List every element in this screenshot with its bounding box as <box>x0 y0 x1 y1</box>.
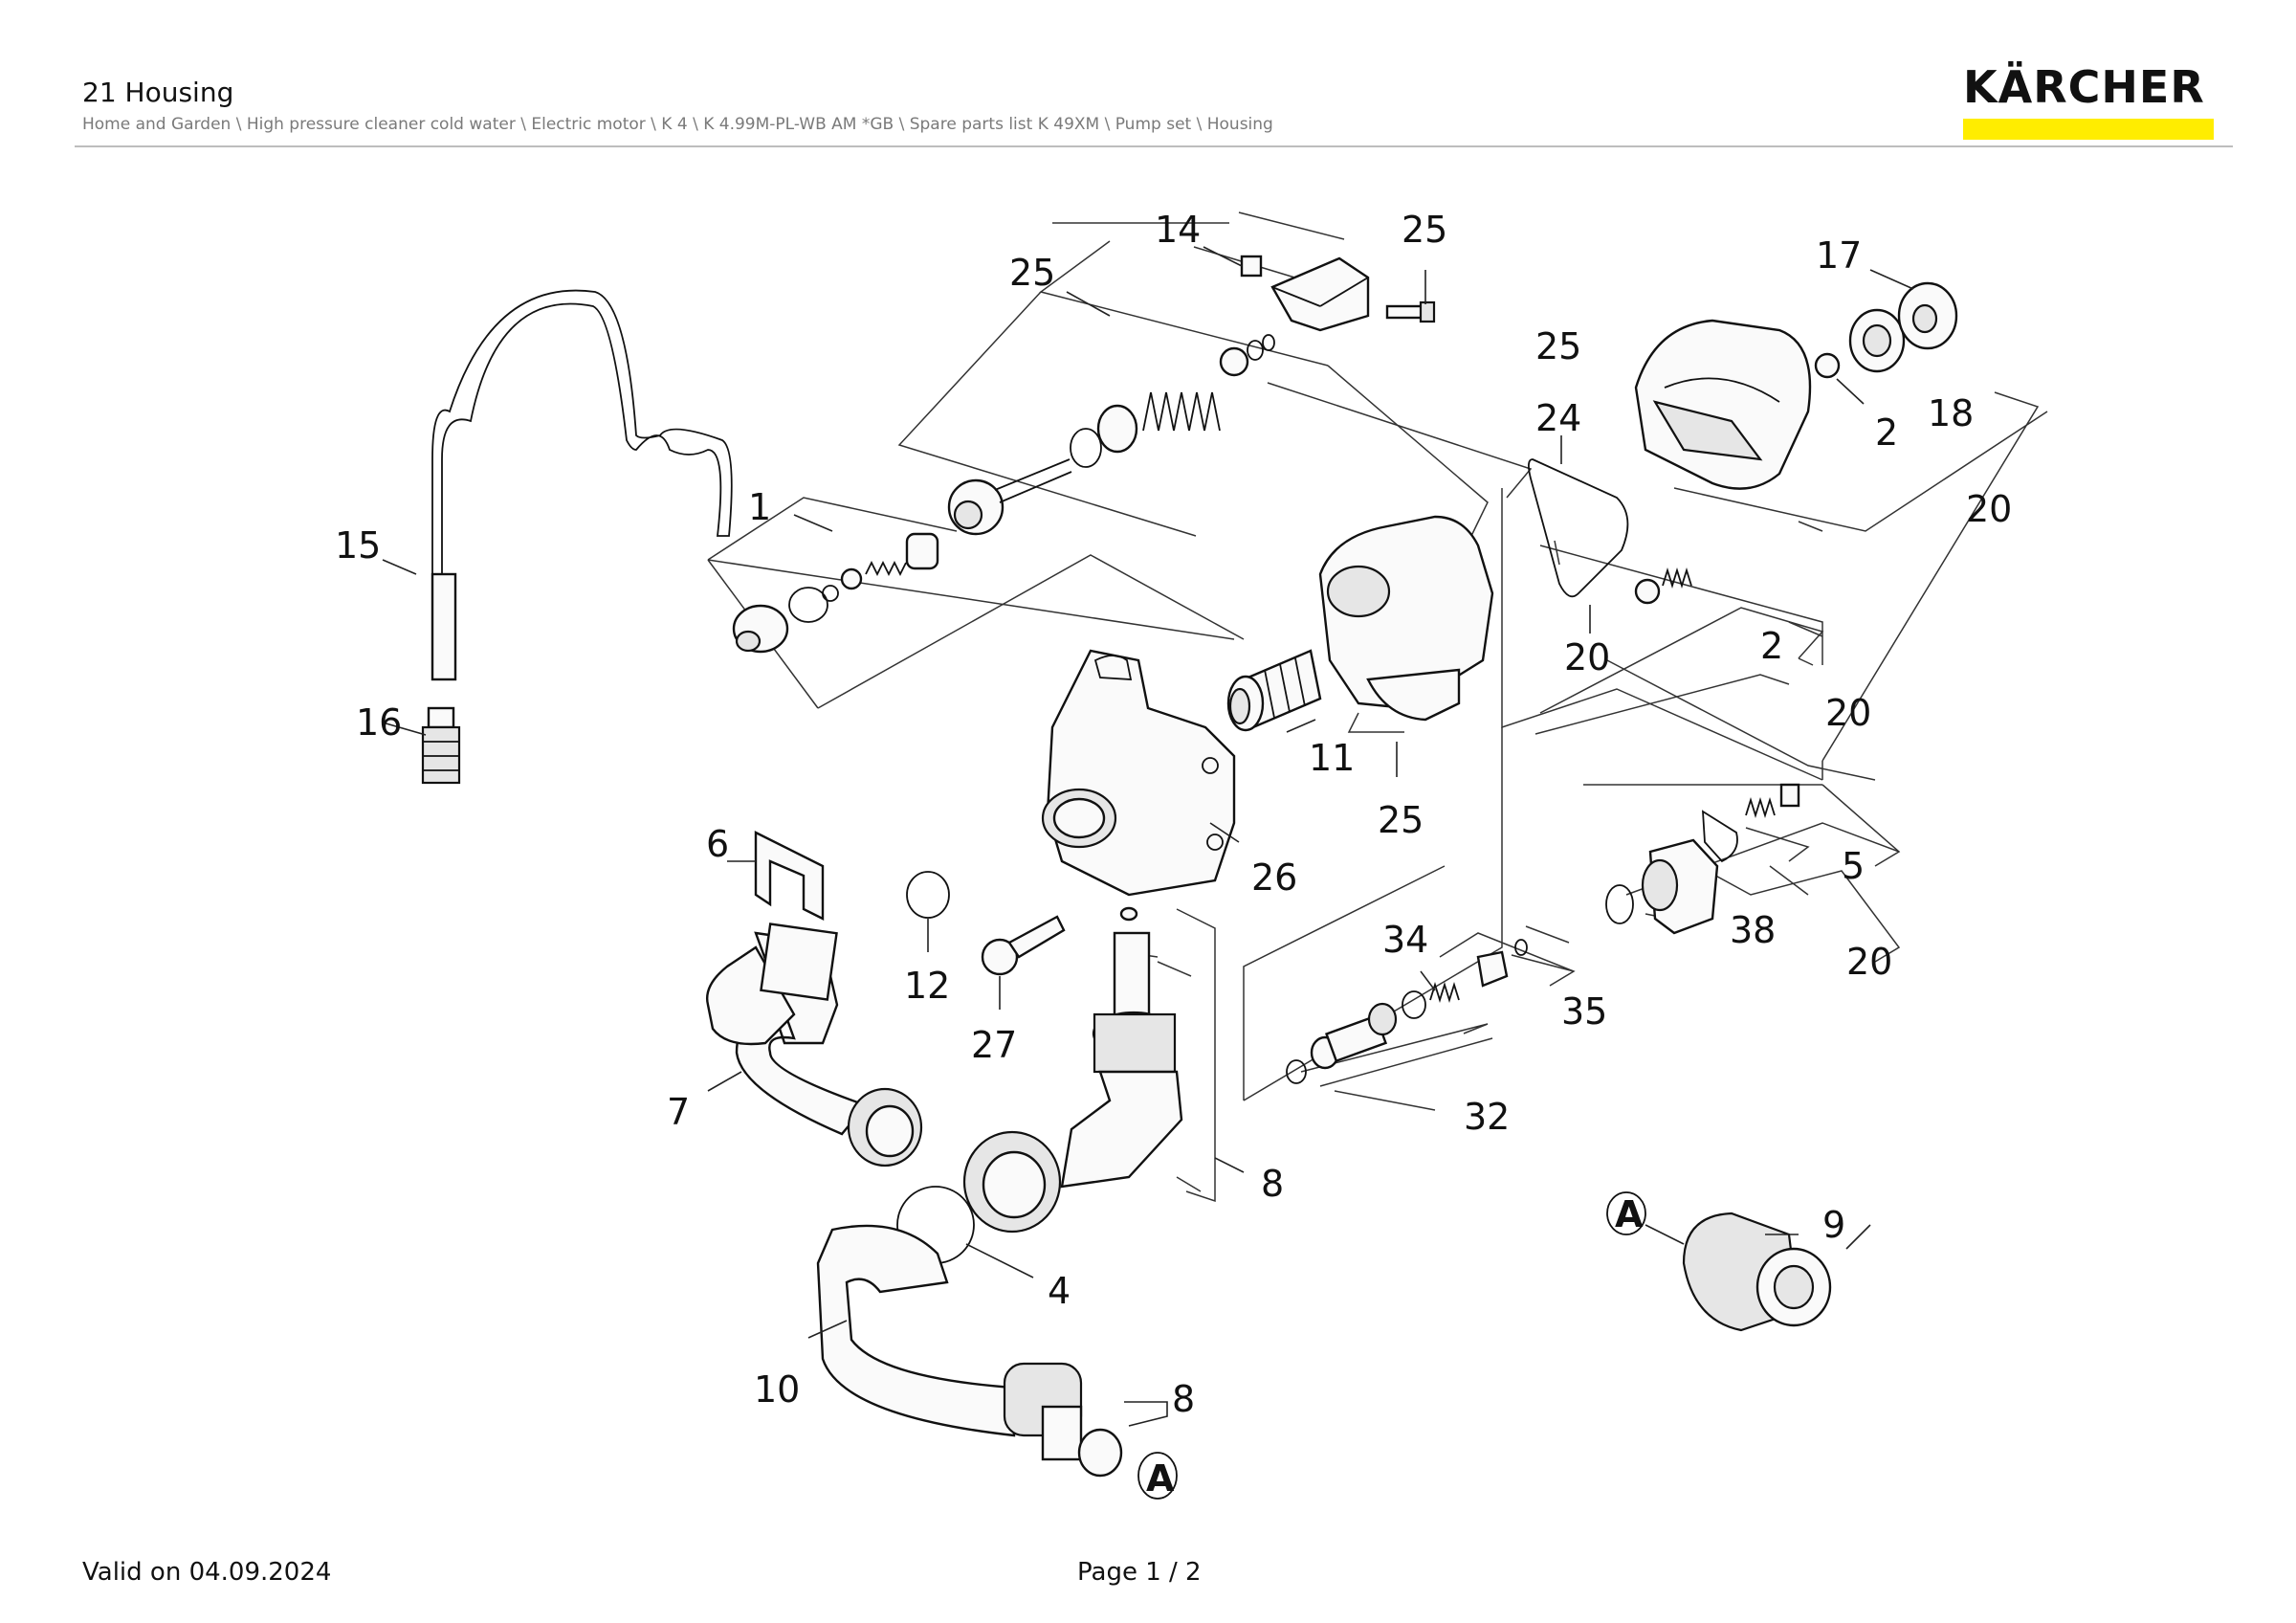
logo-wordmark: KÄRCHER <box>1963 61 2205 113</box>
callout-24: 24 <box>1535 397 1581 439</box>
callout-labels: 14 25 25 17 25 24 2 18 20 1 15 20 2 20 1… <box>335 209 2012 1420</box>
callout-5: 5 <box>1842 845 1865 887</box>
callout-6: 6 <box>706 823 729 865</box>
part-clip-6 <box>754 831 825 921</box>
callout-12: 12 <box>904 965 950 1007</box>
callout-20-b: 20 <box>1564 636 1610 678</box>
part-fitting-16 <box>421 706 461 785</box>
callout-35: 35 <box>1561 990 1607 1033</box>
callout-25-a: 25 <box>1402 209 1447 251</box>
part-pump-head-11 <box>1226 515 1494 732</box>
logo-accent-bar <box>1963 119 2214 140</box>
header-divider <box>75 145 2233 147</box>
callout-34: 34 <box>1382 919 1428 961</box>
part-spring-2 <box>1634 567 1692 605</box>
callout-15: 15 <box>335 524 381 567</box>
part-coupling-9 <box>1682 1212 1832 1332</box>
part-elbow-7 <box>706 923 923 1167</box>
breadcrumb: Home and Garden \ High pressure cleaner … <box>82 115 1273 134</box>
marker-a-top-label: A <box>1615 1193 1644 1235</box>
part-connector-14 <box>1270 256 1436 332</box>
part-valve-38 <box>1605 783 1800 935</box>
part-elbow-10 <box>816 1130 1123 1478</box>
callout-18: 18 <box>1928 392 1974 434</box>
callout-25-b: 25 <box>1009 252 1055 294</box>
part-gasket-24 <box>1528 458 1629 598</box>
callout-8-a: 8 <box>1261 1163 1284 1205</box>
marker-a-bottom-label: A <box>1146 1457 1175 1500</box>
part-valve-housing-20 <box>1634 281 1958 490</box>
valid-on-date: Valid on 04.09.2024 <box>82 1558 332 1587</box>
callout-20-d: 20 <box>1846 941 1892 983</box>
callout-16: 16 <box>356 701 402 744</box>
marker-a-top: A <box>1606 1191 1646 1235</box>
callout-11: 11 <box>1309 737 1355 779</box>
callout-9: 9 <box>1822 1204 1845 1246</box>
callout-32: 32 <box>1464 1096 1510 1138</box>
page-title: 21 Housing <box>82 77 234 108</box>
callout-1: 1 <box>748 486 771 528</box>
callout-20-a: 20 <box>1966 488 2012 530</box>
part-valve-32 <box>1286 939 1528 1084</box>
callout-10: 10 <box>754 1368 800 1411</box>
part-spring-pack-25 <box>1070 255 1275 468</box>
leader-lines <box>382 246 1914 1427</box>
page-number: Page 1 / 2 <box>1077 1558 1202 1587</box>
callout-8-b: 8 <box>1172 1378 1195 1420</box>
callout-38: 38 <box>1730 909 1776 951</box>
part-valve-stack-1 <box>732 458 1072 654</box>
callout-17: 17 <box>1816 234 1862 277</box>
part-hose-15 <box>430 289 733 681</box>
callout-14: 14 <box>1155 209 1201 251</box>
callout-20-c: 20 <box>1825 692 1871 734</box>
karcher-logo: KÄRCHER <box>1963 63 2214 140</box>
callout-26: 26 <box>1251 856 1297 899</box>
part-screw-27 <box>981 915 1066 976</box>
callout-4: 4 <box>1048 1270 1071 1312</box>
callout-25-d: 25 <box>1378 799 1424 841</box>
callout-2-a: 2 <box>1875 411 1898 454</box>
callout-7: 7 <box>667 1091 690 1133</box>
part-oring-12 <box>906 871 950 919</box>
marker-a-bottom: A <box>1137 1452 1178 1500</box>
callout-27: 27 <box>971 1024 1017 1066</box>
callout-2-b: 2 <box>1760 625 1783 667</box>
callout-25-c: 25 <box>1535 325 1581 367</box>
part-housing-26 <box>1041 649 1236 897</box>
part-pipe-8 <box>1060 906 1183 1189</box>
